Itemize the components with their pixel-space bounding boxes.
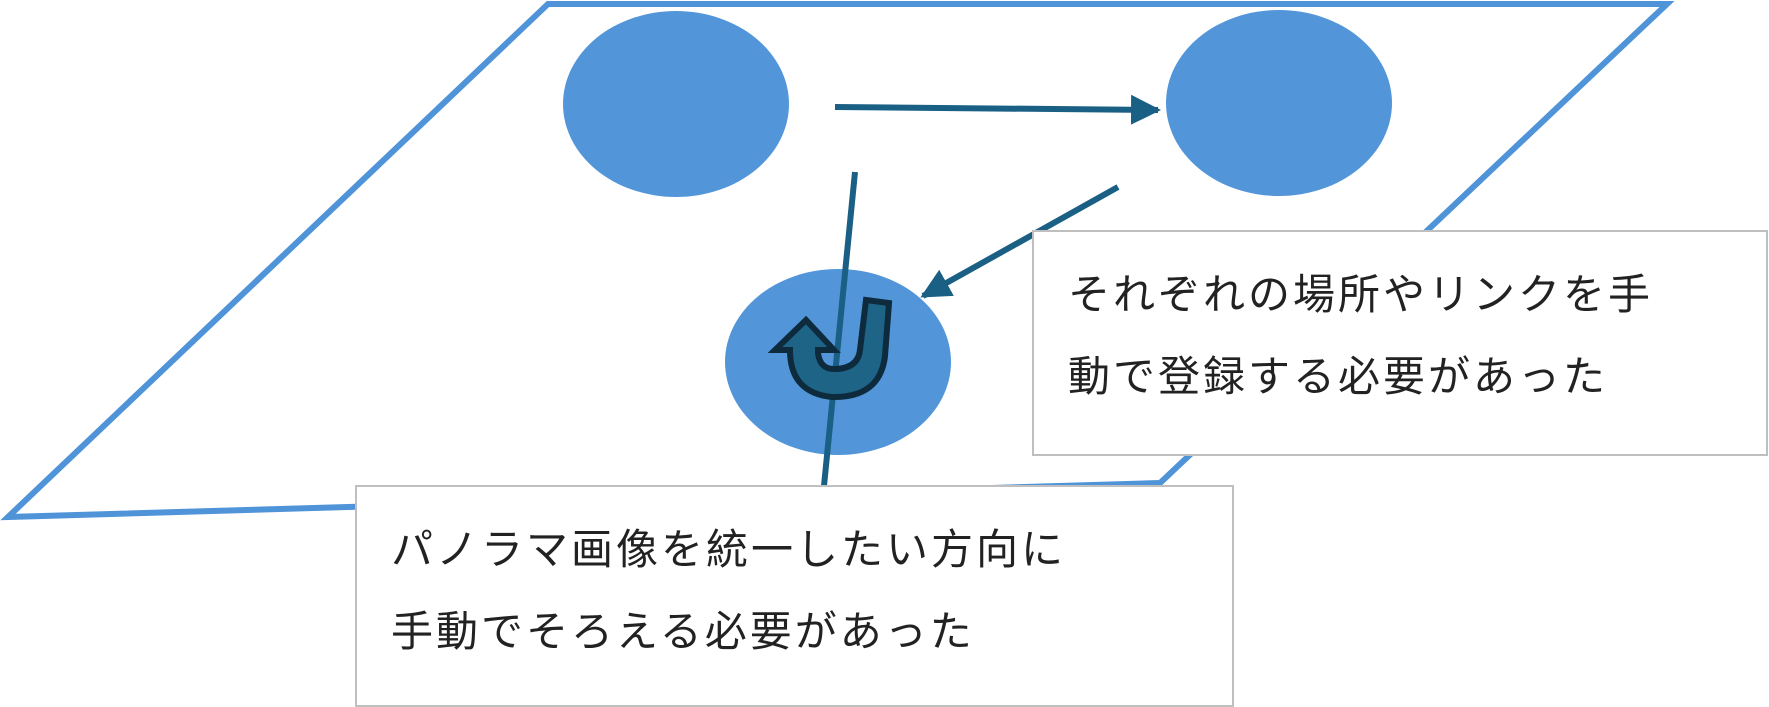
- link-arrow-1-to-2: [834, 94, 1161, 125]
- floor-plane: [0, 0, 1675, 521]
- callout-panorama-line-1: パノラマ画像を統一したい方向に: [391, 525, 1067, 574]
- link-arrow-2-to-3: [920, 184, 1120, 299]
- location-node-1: [563, 11, 789, 197]
- location-node-2: [1166, 10, 1392, 196]
- callout-manual-link-registration: それぞれの場所やリンクを手 動で登録する必要があった: [1032, 230, 1768, 456]
- callout-links-line-2: 動で登録する必要があった: [1068, 352, 1609, 401]
- u-turn-rotate-icon: [767, 296, 893, 401]
- callout-links-line-1: それぞれの場所やリンクを手: [1068, 270, 1654, 319]
- direction-line: [820, 171, 858, 497]
- callout-panorama-line-2: 手動でそろえる必要があった: [391, 607, 975, 656]
- callout-manual-panorama-alignment: パノラマ画像を統一したい方向に 手動でそろえる必要があった: [355, 485, 1234, 707]
